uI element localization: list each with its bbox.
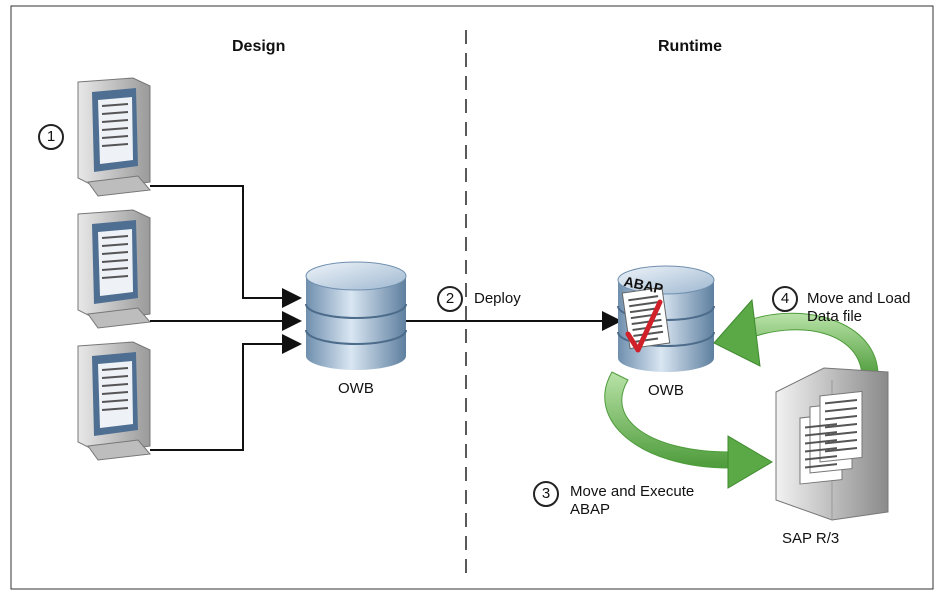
database-icon — [305, 261, 407, 370]
step-2-label: Deploy — [474, 290, 521, 307]
step-4-badge: 4 — [772, 286, 798, 312]
monitor-icon — [77, 341, 151, 461]
runtime-header: Runtime — [658, 38, 722, 55]
monitor-icon — [77, 77, 151, 197]
green-arrowhead-step3 — [727, 435, 773, 489]
design-header: Design — [232, 38, 286, 55]
design-db-label: OWB — [338, 380, 374, 397]
step-3-label: Move and Execute ABAP — [570, 483, 695, 518]
step-3-badge: 3 — [533, 481, 559, 507]
frame — [10, 5, 934, 590]
monitor-icon — [77, 209, 151, 329]
connector-monitor-1 — [150, 185, 302, 308]
step-2-badge: 2 — [437, 286, 463, 312]
step-1-badge: 1 — [38, 124, 64, 150]
runtime-db-label: OWB — [648, 382, 684, 399]
step-4-label: Move and Load Data file — [807, 290, 911, 325]
server-icon — [775, 367, 889, 521]
checkmark-icon — [625, 299, 663, 353]
connector-monitor-3 — [150, 334, 302, 451]
sap-label: SAP R/3 — [782, 530, 840, 547]
green-arrowhead-step4 — [713, 298, 761, 367]
